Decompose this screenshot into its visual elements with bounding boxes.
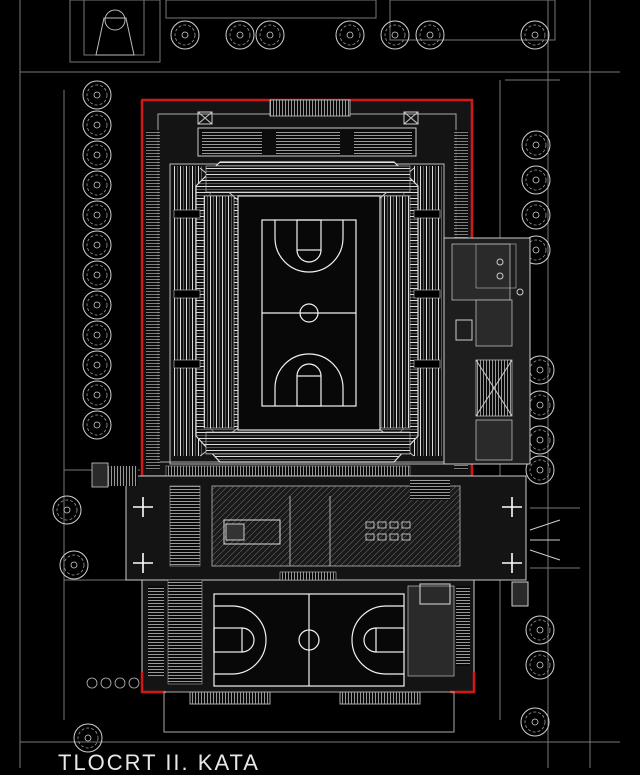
tree-symbol [82, 230, 112, 260]
shrubs-bottom-left [86, 677, 140, 689]
tree-symbol [170, 20, 200, 50]
tree-symbol [82, 320, 112, 350]
tree-symbol [82, 80, 112, 110]
tree-symbol [82, 140, 112, 170]
tree-symbol [520, 707, 550, 737]
tree-symbol [521, 165, 551, 195]
tree-symbol [73, 723, 103, 753]
seating-tier [203, 195, 235, 429]
tree-symbol [525, 650, 555, 680]
tree-symbol [52, 495, 82, 525]
tree-symbol [82, 380, 112, 410]
tree-symbol [82, 410, 112, 440]
tree-symbol [225, 20, 255, 50]
basketball-court [213, 593, 405, 687]
lower-hall [91, 462, 561, 581]
tree-symbol [415, 20, 445, 50]
seating-tier [379, 195, 411, 429]
tree-symbol [520, 20, 550, 50]
tree-symbol [82, 110, 112, 140]
bottom-entrance [163, 691, 455, 733]
tree-symbol [380, 20, 410, 50]
small-court-top [95, 9, 135, 56]
tree-symbol [59, 550, 89, 580]
tree-symbol [335, 20, 365, 50]
tree-symbol [82, 350, 112, 380]
tree-symbol [255, 20, 285, 50]
tree-symbol [525, 615, 555, 645]
tree-symbol [521, 130, 551, 160]
tree-symbol [82, 170, 112, 200]
tree-symbol [82, 200, 112, 230]
basketball-court-main [237, 195, 381, 431]
training-hall [140, 571, 529, 694]
tree-symbol [521, 200, 551, 230]
annex-right [443, 237, 531, 465]
plan-title: TLOCRT II. KATA [58, 750, 260, 775]
tree-symbol [82, 290, 112, 320]
tree-symbol [82, 260, 112, 290]
stair-flight [167, 579, 203, 685]
